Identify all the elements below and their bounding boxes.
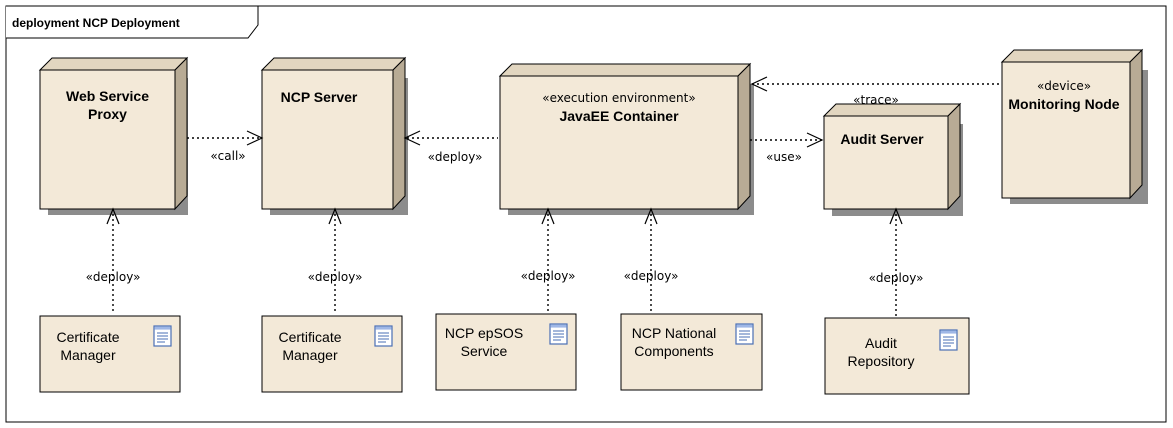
artifact-label: Manager — [60, 347, 116, 363]
connector-label: «deploy» — [624, 269, 679, 283]
node-javaee-container[interactable]: «execution environment» JavaEE Container — [498, 62, 754, 215]
node-stereotype: «device» — [1037, 79, 1091, 93]
artifact-audit-repository[interactable]: Audit Repository — [824, 317, 970, 395]
connector-deploy-cert1: «deploy» — [86, 207, 141, 314]
connector-trace: «trace» — [750, 76, 1002, 107]
node-title: Web Service — [66, 88, 149, 104]
connector-label: «deploy» — [428, 150, 483, 164]
node-title: NCP Server — [281, 89, 358, 105]
connector-label: «deploy» — [521, 269, 576, 283]
document-icon — [549, 323, 568, 345]
node-title: Monitoring Node — [1008, 96, 1119, 112]
artifact-certificate-manager-2[interactable]: Certificate Manager — [261, 315, 403, 393]
artifact-label: Audit — [865, 335, 897, 351]
connector-label: «call» — [210, 149, 245, 163]
connector-label: «deploy» — [308, 270, 363, 284]
artifact-label: Manager — [282, 347, 338, 363]
connector-use: «use» — [750, 132, 824, 164]
node-web-service-proxy[interactable]: Web Service Proxy — [38, 56, 189, 215]
artifact-label: Repository — [848, 353, 915, 369]
connector-label: «deploy» — [86, 270, 141, 284]
frame-title: deployment NCP Deployment — [12, 16, 180, 30]
artifact-ncp-epsos-service[interactable]: NCP epSOS Service — [435, 313, 577, 391]
connector-call: «call» — [187, 130, 264, 163]
artifact-label: NCP epSOS — [445, 325, 523, 341]
artifact-label: NCP National — [632, 325, 717, 341]
node-stereotype: «execution environment» — [542, 91, 695, 105]
artifact-certificate-manager-1[interactable]: Certificate Manager — [39, 315, 181, 393]
artifact-label: Service — [461, 343, 508, 359]
artifact-label: Certificate — [278, 329, 341, 345]
document-icon — [939, 329, 958, 351]
artifact-ncp-national-components[interactable]: NCP National Components — [620, 313, 763, 391]
connector-deploy-cert2: «deploy» — [308, 207, 363, 314]
node-audit-server[interactable]: Audit Server — [822, 102, 963, 216]
artifact-label: Components — [634, 343, 713, 359]
connector-deploy-audit: «deploy» — [869, 207, 924, 316]
node-ncp-server[interactable]: NCP Server — [260, 56, 408, 215]
node-monitoring-node[interactable]: «device» Monitoring Node — [1000, 48, 1148, 204]
node-title: Audit Server — [840, 131, 924, 147]
connector-label: «use» — [766, 150, 802, 164]
node-title: Proxy — [88, 106, 127, 122]
document-icon — [153, 325, 172, 347]
connector-deploy-javaee-to-ncp: «deploy» — [403, 130, 498, 164]
connector-deploy-national: «deploy» — [624, 207, 679, 312]
connector-label: «trace» — [853, 93, 899, 107]
node-title: JavaEE Container — [559, 108, 679, 124]
connector-deploy-epsos: «deploy» — [521, 207, 576, 312]
document-icon — [735, 323, 754, 345]
connector-label: «deploy» — [869, 271, 924, 285]
document-icon — [374, 325, 393, 347]
artifact-label: Certificate — [56, 329, 119, 345]
